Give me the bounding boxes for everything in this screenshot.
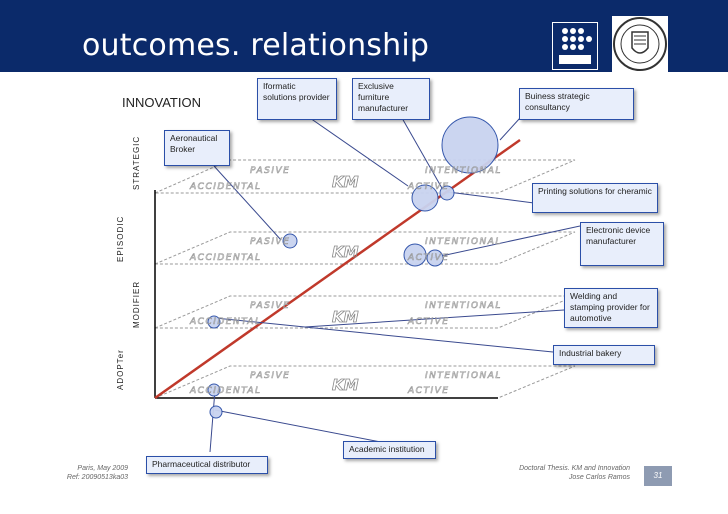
trend-line (154, 138, 521, 400)
footer-ref: Ref: 20090513ka03 (66, 474, 128, 481)
bubble-iformatic (411, 184, 439, 212)
label-km-4: KM (332, 376, 359, 394)
callout-business-consultancy: Buiness strategic consultancy (519, 88, 634, 120)
callout-iformatic: Iformatic solutions provider (257, 78, 337, 120)
callout-printing: Printing solutions for cheramic (532, 183, 658, 213)
label-pasive-3: PASIVE (250, 301, 290, 311)
label-accidental-1: ACCIDENTAL (189, 182, 262, 192)
callout-electronic: Electronic device manufacturer (580, 222, 664, 266)
callout-welding: Welding and stamping provider for automo… (564, 288, 658, 328)
footer-date: Paris, May 2009 (77, 465, 128, 472)
bubble-academic (209, 405, 223, 419)
label-pasive-1: PASIVE (250, 166, 290, 176)
callout-aeronautical: Aeronautical Broker (164, 130, 230, 166)
plane-adopter (154, 365, 576, 399)
bubble-electronic-b (426, 249, 444, 267)
label-pasive-2: PASIVE (250, 237, 290, 247)
page-number: 31 (644, 466, 672, 486)
bubble-aeronautical (282, 233, 298, 249)
bubble-consultancy (441, 116, 499, 174)
bubble-bakery (207, 383, 221, 397)
episodic-label: EPISODIC (116, 215, 125, 262)
label-intentional-4: INTENTIONAL (425, 371, 502, 381)
footer-right: Doctoral Thesis. KM and Innovation Jose … (486, 464, 630, 482)
label-active-2: ACTIVE (407, 253, 449, 263)
callout-exclusive-furniture: Exclusive furniture manufacturer (352, 78, 430, 120)
callout-academic: Academic institution (343, 441, 436, 459)
footer-author: Jose Carlos Ramos (568, 474, 630, 481)
seal-logo (612, 16, 668, 72)
label-active-3: ACTIVE (407, 317, 449, 327)
label-intentional-1: INTENTIONAL (425, 166, 502, 176)
adopter-label: ADOPTer (116, 349, 125, 390)
label-active-1: ACTIVE (407, 182, 449, 192)
label-accidental-2: ACCIDENTAL (189, 253, 262, 263)
label-accidental-3: ACCIDENTAL (189, 317, 262, 327)
label-pasive-4: PASIVE (250, 371, 290, 381)
label-km-3: KM (332, 308, 359, 326)
label-accidental-4: ACCIDENTAL (189, 386, 262, 396)
bubble-furniture (439, 185, 455, 201)
footer-thesis: Doctoral Thesis. KM and Innovation (519, 465, 630, 472)
title-bar: outcomes. relationship (0, 0, 728, 72)
plane-episodic (154, 231, 576, 265)
strategic-label: STRATEGIC (132, 135, 141, 190)
modifier-label: MODIFIER (132, 280, 141, 328)
bubble-electronic-a (403, 243, 427, 267)
bubble-welding (207, 315, 221, 329)
label-km-1: KM (332, 173, 359, 191)
callout-bakery: Industrial bakery (553, 345, 655, 365)
innovation-label: INNOVATION (122, 95, 201, 110)
label-intentional-2: INTENTIONAL (425, 237, 502, 247)
label-active-4: ACTIVE (407, 386, 449, 396)
upc-logo (552, 22, 598, 70)
footer-left: Paris, May 2009 Ref: 20090513ka03 (64, 464, 128, 482)
page-title: outcomes. relationship (82, 28, 430, 63)
label-intentional-3: INTENTIONAL (425, 301, 502, 311)
plane-strategic (154, 159, 576, 194)
callout-pharma: Pharmaceutical distributor (146, 456, 268, 474)
label-km-2: KM (332, 243, 359, 261)
